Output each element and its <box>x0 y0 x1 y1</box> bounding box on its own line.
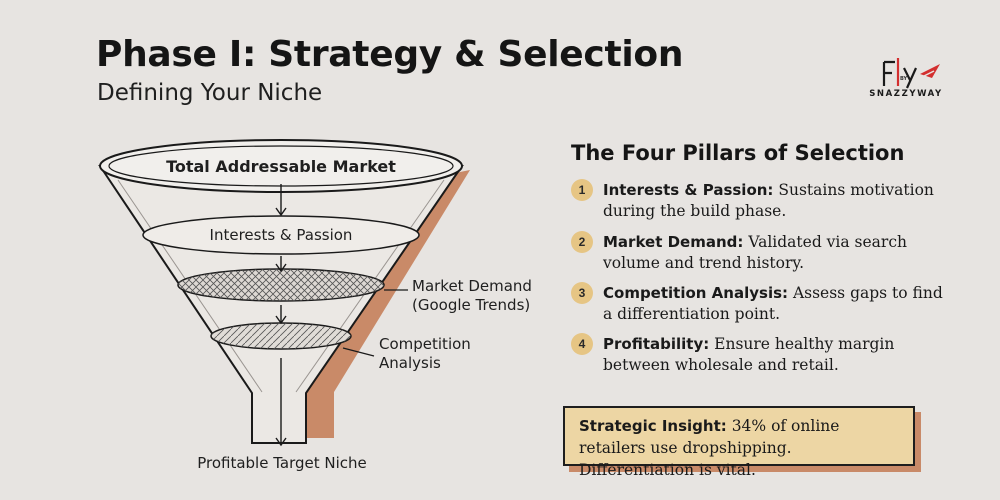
funnel-stage-competition-label-1: Competition <box>379 335 471 353</box>
funnel-flow-arrows <box>275 184 287 447</box>
funnel-stage-demand-label-1: Market Demand <box>412 277 532 295</box>
funnel-stage-interests-label: Interests & Passion <box>210 226 353 244</box>
pillar-title: Interests & Passion: <box>603 181 774 199</box>
pillar-description: Sustains motivation during the build pha… <box>603 181 934 220</box>
logo-by: BY <box>900 76 908 82</box>
pillar-title: Profitability: <box>603 335 710 353</box>
page-subtitle: Defining Your Niche <box>97 80 323 106</box>
logo-brand: SNAZZYWAY <box>869 89 943 99</box>
pillar-item: 2 Market Demand: Validated via search vo… <box>571 231 951 274</box>
funnel-stage-demand-label-2: (Google Trends) <box>412 296 530 314</box>
funnel-stage-competition-label-2: Analysis <box>379 354 441 372</box>
pillar-title: Competition Analysis: <box>603 284 789 302</box>
strategic-insight-callout: Strategic Insight: 34% of online retaile… <box>563 406 921 479</box>
pillar-description: Assess gaps to find a differentiation po… <box>603 284 943 323</box>
callout-box: Strategic Insight: 34% of online retaile… <box>563 406 915 479</box>
pillar-description: Ensure healthy margin between wholesale … <box>603 335 895 374</box>
pillars-heading: The Four Pillars of Selection <box>571 141 905 165</box>
pillar-number-badge: 2 <box>571 231 593 253</box>
pillar-number-badge: 4 <box>571 333 593 355</box>
pillar-item: 4 Profitability: Ensure healthy margin b… <box>571 333 951 376</box>
pillar-title: Market Demand: <box>603 233 744 251</box>
competition-leader-line <box>342 347 375 357</box>
pillar-item: 1 Interests & Passion: Sustains motivati… <box>571 179 951 222</box>
pillar-description: Validated via search volume and trend hi… <box>603 233 907 272</box>
pillar-item: 3 Competition Analysis: Assess gaps to f… <box>571 282 951 325</box>
fly-logo <box>882 58 940 89</box>
funnel-top-label: Total Addressable Market <box>166 157 396 176</box>
insight-label: Strategic Insight: <box>579 417 727 435</box>
funnel-shadow <box>296 170 470 438</box>
niche-funnel-diagram: Total Addressable Market Interests & Pas… <box>98 139 532 472</box>
pillar-number-badge: 1 <box>571 179 593 201</box>
funnel-bottom-label: Profitable Target Niche <box>197 454 367 472</box>
insight-text: 34% of online retailers use dropshipping… <box>579 417 840 479</box>
page-title: Phase I: Strategy & Selection <box>96 34 684 75</box>
pillar-number-badge: 3 <box>571 282 593 304</box>
